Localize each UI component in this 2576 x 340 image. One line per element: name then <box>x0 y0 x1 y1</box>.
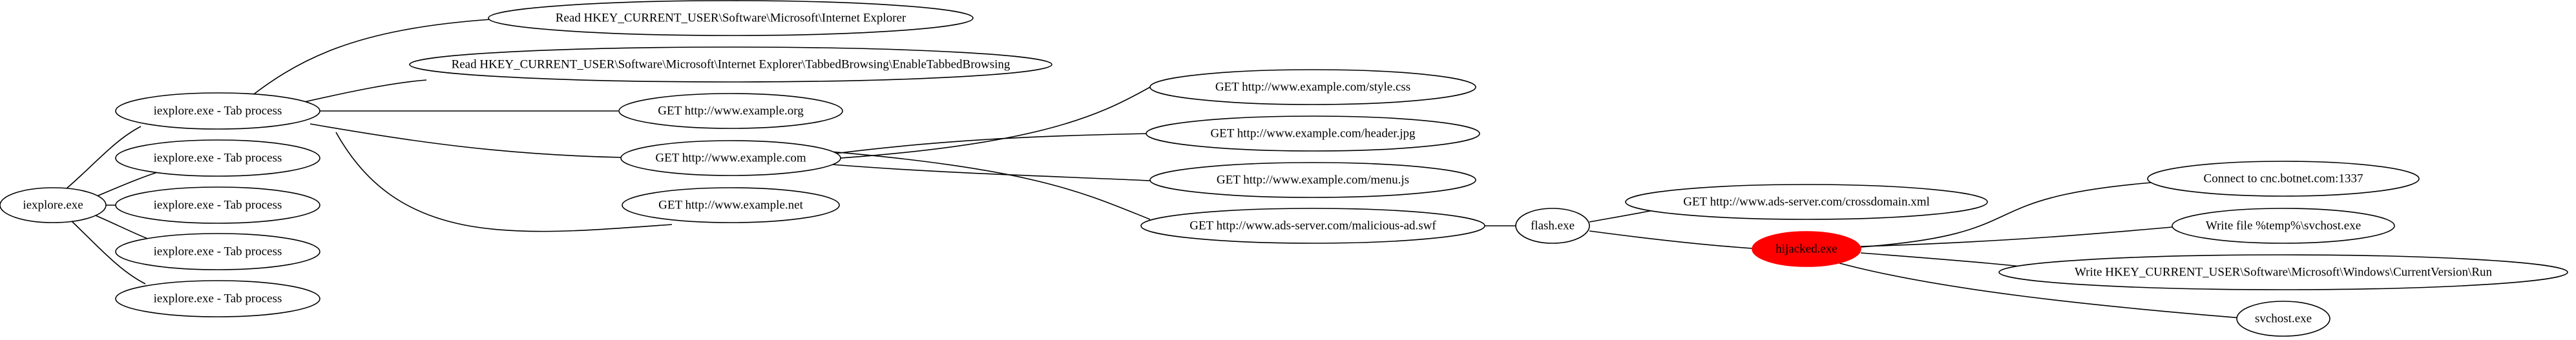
node-label: GET http://www.example.org <box>658 105 804 118</box>
edge-com-js <box>832 164 1151 181</box>
edge-iexplore-tab5 <box>69 219 146 285</box>
node-label: iexplore.exe - Tab process <box>154 292 282 306</box>
node-label: iexplore.exe - Tab process <box>154 199 282 212</box>
edge-tab1-read-tabbed <box>298 79 427 104</box>
node-tab-process-2[interactable]: iexplore.exe - Tab process <box>115 139 320 177</box>
node-label: GET http://www.ads-server.com/crossdomai… <box>1683 195 1930 209</box>
node-write-svchost-file[interactable]: Write file %temp%\svchost.exe <box>2172 208 2395 244</box>
node-get-example-com[interactable]: GET http://www.example.com <box>620 140 841 176</box>
node-get-style-css[interactable]: GET http://www.example.com/style.css <box>1149 69 1476 105</box>
node-label: GET http://www.example.com <box>655 152 806 165</box>
node-label: GET http://www.example.com/menu.js <box>1217 174 1409 187</box>
node-get-example-org[interactable]: GET http://www.example.org <box>618 93 843 129</box>
edge-iexplore-tab1 <box>61 126 141 193</box>
node-label: GET http://www.example.com/header.jpg <box>1210 127 1416 141</box>
node-label: Write HKEY_CURRENT_USER\Software\Microso… <box>2075 266 2492 279</box>
node-hijacked-process[interactable]: hijacked.exe <box>1752 231 1861 267</box>
edge-com-swf <box>813 150 1151 220</box>
edge-hijack-cnc <box>1860 179 2197 248</box>
edge-hijack-write <box>1860 226 2173 247</box>
edge-com-jpg <box>834 133 1155 154</box>
edge-hijack-svchost <box>1834 261 2243 319</box>
node-label: iexplore.exe <box>23 199 83 212</box>
node-label: iexplore.exe - Tab process <box>154 152 282 165</box>
node-label: Read HKEY_CURRENT_USER\Software\Microsof… <box>556 12 906 25</box>
node-get-example-net[interactable]: GET http://www.example.net <box>622 187 840 223</box>
node-label: Write file %temp%\svchost.exe <box>2206 219 2361 233</box>
node-label: GET http://www.example.net <box>658 199 803 212</box>
node-label: Connect to cnc.botnet.com:1337 <box>2204 172 2363 186</box>
node-tab-process-4[interactable]: iexplore.exe - Tab process <box>115 233 320 270</box>
edge-tab1-get-com <box>309 123 622 158</box>
node-tab-process-3[interactable]: iexplore.exe - Tab process <box>115 186 320 224</box>
edge-flash-hijack <box>1589 230 1753 249</box>
node-iexplore[interactable]: iexplore.exe <box>0 187 107 223</box>
node-label: flash.exe <box>1531 219 1575 233</box>
node-tab-process-1[interactable]: iexplore.exe - Tab process <box>115 92 320 130</box>
node-get-header-jpg[interactable]: GET http://www.example.com/header.jpg <box>1146 115 1480 152</box>
node-label: iexplore.exe - Tab process <box>154 245 282 259</box>
edge-tab1-get-net <box>335 132 673 232</box>
node-flash-exe[interactable]: flash.exe <box>1515 208 1590 244</box>
node-connect-cnc[interactable]: Connect to cnc.botnet.com:1337 <box>2147 161 2420 197</box>
node-get-malicious-ad-swf[interactable]: GET http://www.ads-server.com/malicious-… <box>1140 208 1485 244</box>
node-read-tabbed-browsing-registry[interactable]: Read HKEY_CURRENT_USER\Software\Microsof… <box>409 46 1052 83</box>
node-label: hijacked.exe <box>1775 243 1837 256</box>
node-label: svchost.exe <box>2255 312 2312 326</box>
node-get-crossdomain-xml[interactable]: GET http://www.ads-server.com/crossdomai… <box>1625 184 1988 220</box>
node-get-menu-js[interactable]: GET http://www.example.com/menu.js <box>1149 162 1476 198</box>
node-svchost-exe[interactable]: svchost.exe <box>2236 301 2330 337</box>
node-tab-process-5[interactable]: iexplore.exe - Tab process <box>115 280 320 317</box>
node-label: iexplore.exe - Tab process <box>154 105 282 118</box>
node-label: GET http://www.ads-server.com/malicious-… <box>1189 219 1436 233</box>
node-write-run-registry[interactable]: Write HKEY_CURRENT_USER\Software\Microso… <box>1998 254 2568 290</box>
node-label: GET http://www.example.com/style.css <box>1215 81 1410 94</box>
edge-com-css <box>788 86 1151 162</box>
node-read-ie-registry[interactable]: Read HKEY_CURRENT_USER\Software\Microsof… <box>488 0 974 36</box>
graph-edges <box>61 19 2243 319</box>
edge-tab1-read-ie <box>238 19 492 106</box>
node-label: Read HKEY_CURRENT_USER\Software\Microsof… <box>452 58 1011 72</box>
